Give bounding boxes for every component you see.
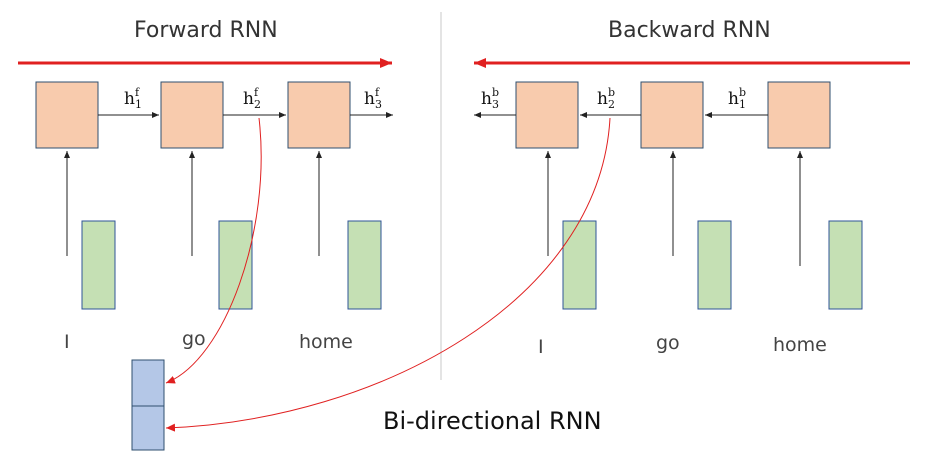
svg-text:b: b (492, 86, 499, 99)
svg-text:3: 3 (375, 98, 382, 111)
backward-rnn-cell-2 (640, 81, 704, 149)
backward-word-3: home (773, 334, 827, 356)
forward-rnn-cell-2 (160, 81, 224, 149)
backward-rnn-title: Backward RNN (608, 18, 771, 43)
backward-hidden-label-1: h b 1 (728, 86, 746, 111)
svg-text:1: 1 (739, 98, 746, 111)
forward-hidden-label-1: h f 1 (124, 86, 142, 111)
backward-word-1: I (538, 336, 544, 358)
concat-vector-top (131, 359, 165, 407)
svg-text:1: 1 (135, 98, 142, 111)
forward-word-3: home (299, 331, 353, 353)
bidirectional-caption: Bi-directional RNN (383, 407, 602, 435)
backward-embedding-3 (828, 220, 863, 310)
svg-text:f: f (135, 86, 140, 99)
forward-hidden-label-2: h f 2 (243, 86, 261, 111)
svg-text:h: h (243, 89, 254, 109)
backward-embedding-1 (562, 220, 597, 310)
svg-text:b: b (608, 86, 615, 99)
forward-hidden-label-3: h f 3 (364, 86, 382, 111)
backward-hidden-label-2: h b 2 (597, 86, 615, 111)
backward-word-2: go (656, 332, 680, 354)
backward-hidden-label-3: h b 3 (481, 86, 499, 111)
svg-text:2: 2 (254, 98, 261, 111)
svg-text:3: 3 (492, 98, 499, 111)
svg-text:f: f (254, 86, 259, 99)
forward-embedding-3 (347, 220, 382, 310)
svg-text:h: h (124, 89, 135, 109)
svg-text:h: h (364, 89, 375, 109)
backward-rnn-cell-3 (767, 81, 831, 149)
forward-embedding-1 (81, 220, 116, 310)
forward-word-2: go (182, 328, 206, 350)
backward-embedding-2 (697, 220, 732, 310)
svg-text:h: h (481, 89, 492, 109)
forward-h2-link (165, 117, 262, 384)
svg-text:h: h (728, 89, 739, 109)
concat-vector-bottom (131, 405, 165, 451)
backward-h2-link (165, 117, 611, 432)
forward-rnn-title: Forward RNN (134, 18, 278, 43)
svg-text:2: 2 (608, 98, 615, 111)
forward-rnn-cell-3 (287, 81, 351, 149)
svg-text:f: f (375, 86, 380, 99)
svg-text:h: h (597, 89, 608, 109)
backward-rnn-cell-1 (515, 81, 579, 149)
forward-rnn-cell-1 (35, 81, 99, 149)
forward-word-1: I (64, 331, 70, 353)
svg-text:b: b (739, 86, 746, 99)
